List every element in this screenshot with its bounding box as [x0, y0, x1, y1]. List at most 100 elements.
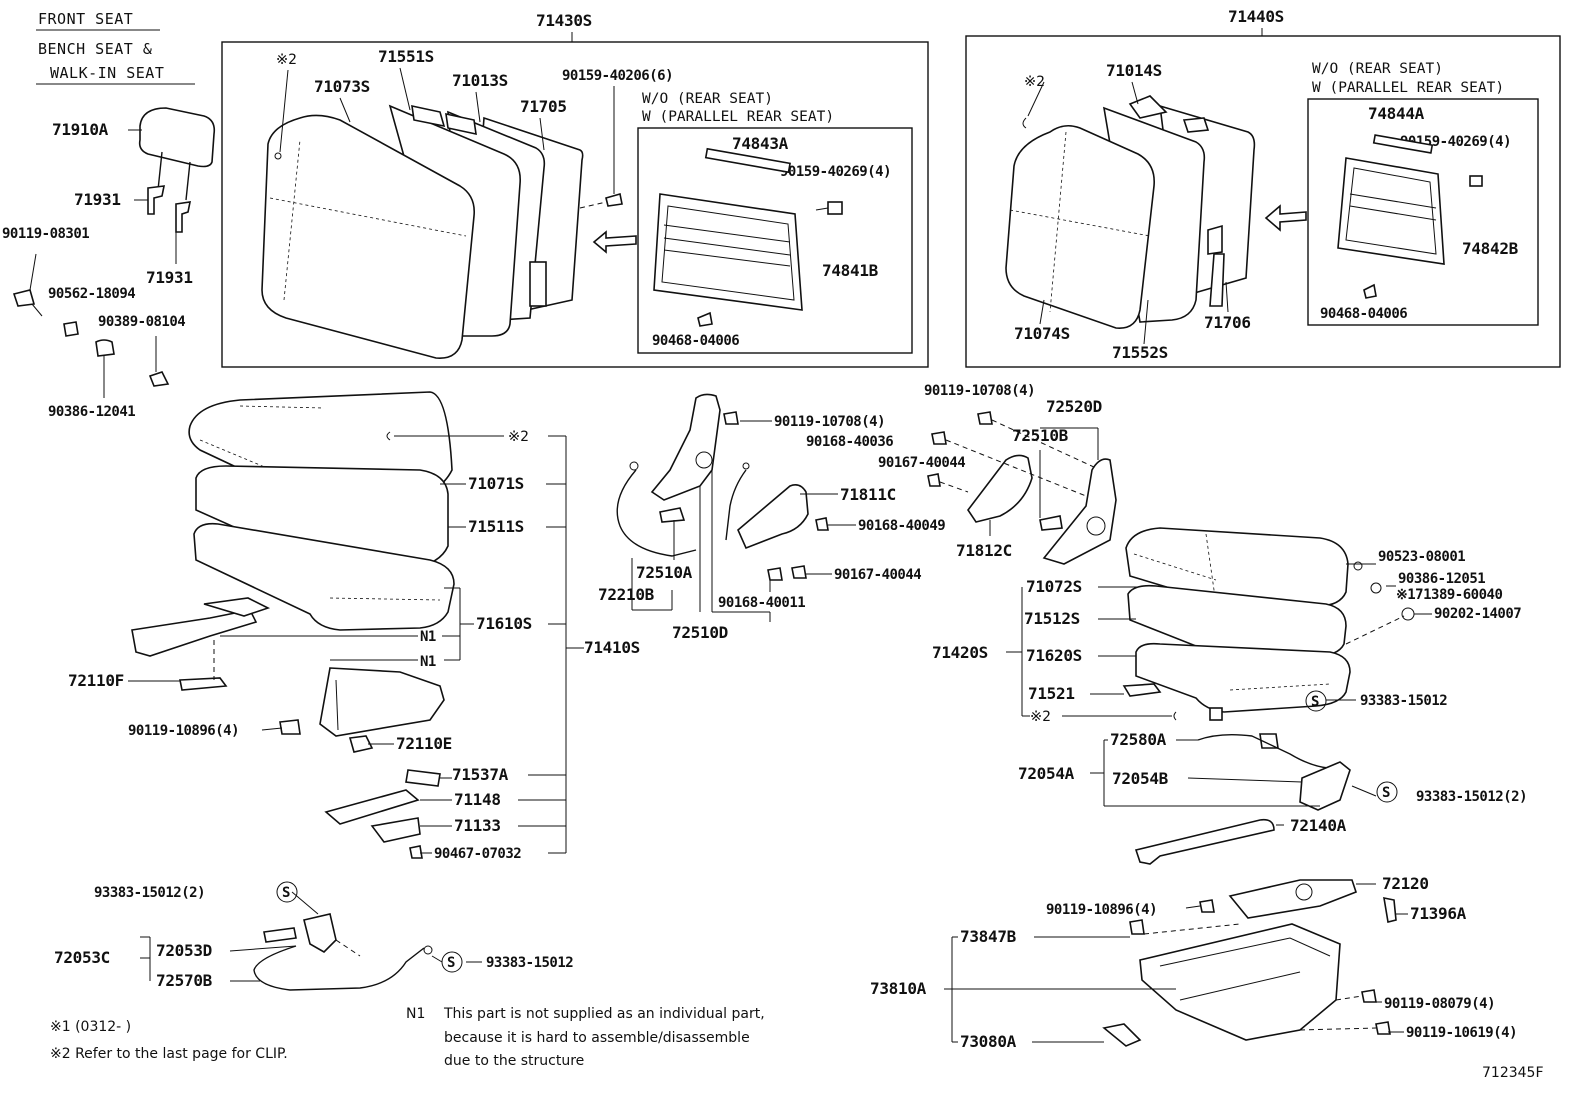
- mark-x2-left: ※2: [276, 52, 297, 68]
- header-bench-seat: BENCH SEAT &: [38, 40, 152, 58]
- adjuster-73810A: [1139, 923, 1341, 1041]
- part-72054A: 72054A: [1018, 764, 1075, 783]
- headrest-71910A: [138, 107, 216, 168]
- arrow-left-icon: [592, 230, 637, 254]
- part-72510D: 72510D: [672, 623, 728, 642]
- cover-71073S: [261, 114, 476, 359]
- part-90119-08079: 90119-08079(4): [1384, 996, 1495, 1012]
- note-n1-line3: due to the structure: [444, 1053, 584, 1069]
- note-n1-label: N1: [406, 1006, 425, 1022]
- part-72510B: 72510B: [1012, 426, 1069, 445]
- mark-n1-b: N1: [420, 654, 436, 670]
- bolt-icon: [279, 719, 301, 735]
- part-71706: 71706: [1204, 313, 1251, 332]
- part-71931-b: 71931: [146, 268, 193, 287]
- part-90119-10708-a: 90119-10708(4): [774, 414, 885, 430]
- frame-assembly-N1-a: [131, 609, 258, 657]
- strip-71537A: [405, 769, 441, 787]
- clip-icon: [1363, 283, 1377, 299]
- part-71812C: 71812C: [956, 541, 1012, 560]
- recliner-leaders: [631, 420, 1099, 622]
- part-71396A: 71396A: [1410, 904, 1467, 923]
- part-71014S: 71014S: [1106, 61, 1162, 80]
- part-90119-10708-b: 90119-10708(4): [924, 383, 1035, 399]
- header-walk-in-seat: WALK-IN SEAT: [50, 64, 164, 82]
- part-72510A: 72510A: [636, 563, 693, 582]
- left-cushion-leaders: [128, 435, 584, 854]
- inset-left-box: [637, 127, 913, 354]
- part-90386-12051: 90386-12051: [1398, 571, 1485, 587]
- bracket-71133: [370, 817, 421, 843]
- group-label-71420S: 71420S: [932, 643, 988, 662]
- bolt-icon: [815, 517, 829, 531]
- part-90159-40206: 90159-40206(6): [562, 68, 673, 84]
- lever-72053D: [303, 913, 337, 953]
- back-board-74842B: [1337, 157, 1445, 265]
- part-90119-10896-right: 90119-10896(4): [1046, 902, 1157, 918]
- part-72140A: 72140A: [1290, 816, 1347, 835]
- s-mark: [441, 951, 463, 973]
- cover-71812C: [967, 454, 1033, 523]
- inset-right-box: [1307, 98, 1539, 326]
- part-71705: 71705: [520, 97, 567, 116]
- mark-x2-71420S: ※2: [1030, 709, 1051, 725]
- rail-72120: [1228, 879, 1357, 919]
- note-1: ※1 (0312- ): [50, 1019, 131, 1035]
- mark-x2-right: ※2: [1024, 74, 1045, 90]
- part-72053D: 72053D: [156, 941, 212, 960]
- inset-left: W/O (REAR SEAT) W (PARALLEL REAR SEAT) 7…: [592, 91, 913, 354]
- part-71074S: 71074S: [1014, 324, 1070, 343]
- part-71511S: 71511S: [468, 517, 524, 536]
- frame-assembly-N1-b: [319, 667, 445, 737]
- part-71071S: 71071S: [468, 474, 524, 493]
- latch-icon: [1207, 224, 1223, 255]
- part-72570B: 72570B: [156, 971, 213, 990]
- bolt-icon: [791, 565, 807, 579]
- part-90389-08104: 90389-08104: [98, 314, 185, 330]
- group-label-71440S: 71440S: [1228, 7, 1284, 26]
- note-2: ※2 Refer to the last page for CLIP.: [50, 1046, 288, 1062]
- part-labels: 71910A 71931 71931 90119-08301 90562-180…: [2, 47, 1528, 1051]
- bolt-icon: [927, 473, 941, 487]
- part-90119-10896-left: 90119-10896(4): [128, 723, 239, 739]
- header-front-seat: FRONT SEAT: [38, 10, 133, 28]
- part-71073S: 71073S: [314, 77, 370, 96]
- part-71551S: 71551S: [378, 47, 434, 66]
- recliner-lever-72510A: [650, 393, 721, 501]
- part-71537A: 71537A: [452, 765, 509, 784]
- part-74843A: 74843A: [732, 134, 789, 153]
- part-90468-04006-left: 90468-04006: [652, 333, 739, 349]
- recliner-drawing: [616, 393, 1117, 581]
- part-71512S: 71512S: [1024, 609, 1080, 628]
- left-seatback-drawing: [261, 69, 623, 359]
- part-90167-40044-a: 90167-40044: [878, 455, 965, 471]
- nut-icon: [1401, 607, 1415, 621]
- bolt-icon: [1361, 989, 1377, 1003]
- inset-right: W/O (REAR SEAT) W (PARALLEL REAR SEAT) 7…: [1264, 61, 1539, 326]
- part-71910A: 71910A: [52, 120, 109, 139]
- spring-72110F: [179, 677, 228, 691]
- part-90168-40036: 90168-40036: [806, 434, 893, 450]
- s-mark: [1376, 781, 1398, 803]
- group-label-71410S: 71410S: [584, 638, 640, 657]
- inset-right-line1: W/O (REAR SEAT): [1312, 61, 1443, 77]
- part-90467-07032: 90467-07032: [434, 846, 521, 862]
- part-90523-08001: 90523-08001: [1378, 549, 1465, 565]
- bolt-icon: [977, 411, 993, 425]
- part-72120: 72120: [1382, 874, 1429, 893]
- part-93383-15012-d: 93383-15012: [486, 955, 573, 971]
- inset-right-line2: W (PARALLEL REAR SEAT): [1312, 80, 1504, 96]
- knob-73080A: [1102, 1023, 1142, 1047]
- s-mark-label: S: [447, 955, 455, 971]
- part-90159-40269-left: 90159-40269(4): [780, 164, 891, 180]
- s-mark-label: S: [1311, 694, 1319, 710]
- part-71620S: 71620S: [1026, 646, 1082, 665]
- headrest-group: [12, 107, 216, 398]
- part-93383-15012-a: 93383-15012: [1360, 693, 1447, 709]
- spring-72510B: [1039, 515, 1063, 531]
- bolt-icon: [723, 411, 739, 425]
- bolt-icon: [1375, 1021, 1391, 1035]
- bolt-icon: [12, 289, 36, 307]
- part-71931-a: 71931: [74, 190, 121, 209]
